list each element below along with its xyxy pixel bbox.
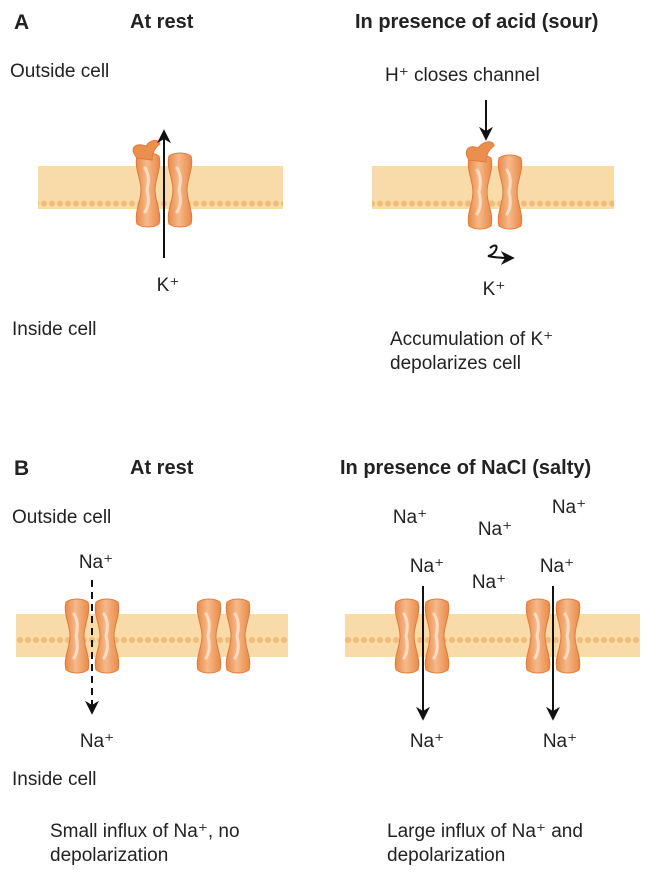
membrane-b-salt bbox=[345, 614, 640, 657]
membrane-a-acid bbox=[372, 166, 614, 209]
panel-a-inside-label: Inside cell bbox=[12, 319, 97, 340]
h-closes-channel-label: H⁺ closes channel bbox=[385, 65, 540, 86]
panel-a-rest-title: At rest bbox=[130, 11, 194, 33]
k-label-acid: K⁺ bbox=[482, 279, 506, 300]
panel-b-inside-label: Inside cell bbox=[12, 769, 97, 790]
panel-a-acid-title: In presence of acid (sour) bbox=[355, 11, 599, 33]
accumulation-caption: Accumulation of K⁺ depolarizes cell bbox=[390, 329, 554, 374]
na-top-left: Na⁺ bbox=[409, 556, 445, 577]
na-free-2: Na⁺ bbox=[477, 519, 513, 540]
na-free-4: Na⁺ bbox=[471, 572, 507, 593]
k-return-arrow bbox=[487, 244, 515, 265]
na-bottom-left: Na⁺ bbox=[409, 731, 445, 752]
panel-b-rest-title: At rest bbox=[130, 457, 194, 479]
panel-b-letter: B bbox=[14, 457, 30, 480]
caption-large-influx: Large influx of Na⁺ and depolarization bbox=[387, 821, 583, 866]
na-top-rest: Na⁺ bbox=[78, 552, 114, 573]
na-top-right: Na⁺ bbox=[539, 556, 575, 577]
panel-a-letter: A bbox=[14, 11, 30, 34]
panel-b-salt-title: In presence of NaCl (salty) bbox=[340, 457, 592, 479]
k-channel-closed bbox=[465, 141, 524, 231]
na-free-1: Na⁺ bbox=[392, 507, 428, 528]
na-bottom-right: Na⁺ bbox=[542, 731, 578, 752]
panel-b-outside-label: Outside cell bbox=[12, 507, 112, 528]
k-channel-open bbox=[132, 139, 194, 229]
na-free-3: Na⁺ bbox=[551, 497, 587, 518]
k-label-rest: K⁺ bbox=[156, 275, 180, 296]
na-bottom-rest: Na⁺ bbox=[79, 731, 115, 752]
panel-a-outside-label: Outside cell bbox=[10, 61, 110, 82]
membrane-a-rest bbox=[38, 166, 283, 209]
caption-small-influx: Small influx of Na⁺, no depolarization bbox=[50, 821, 240, 866]
